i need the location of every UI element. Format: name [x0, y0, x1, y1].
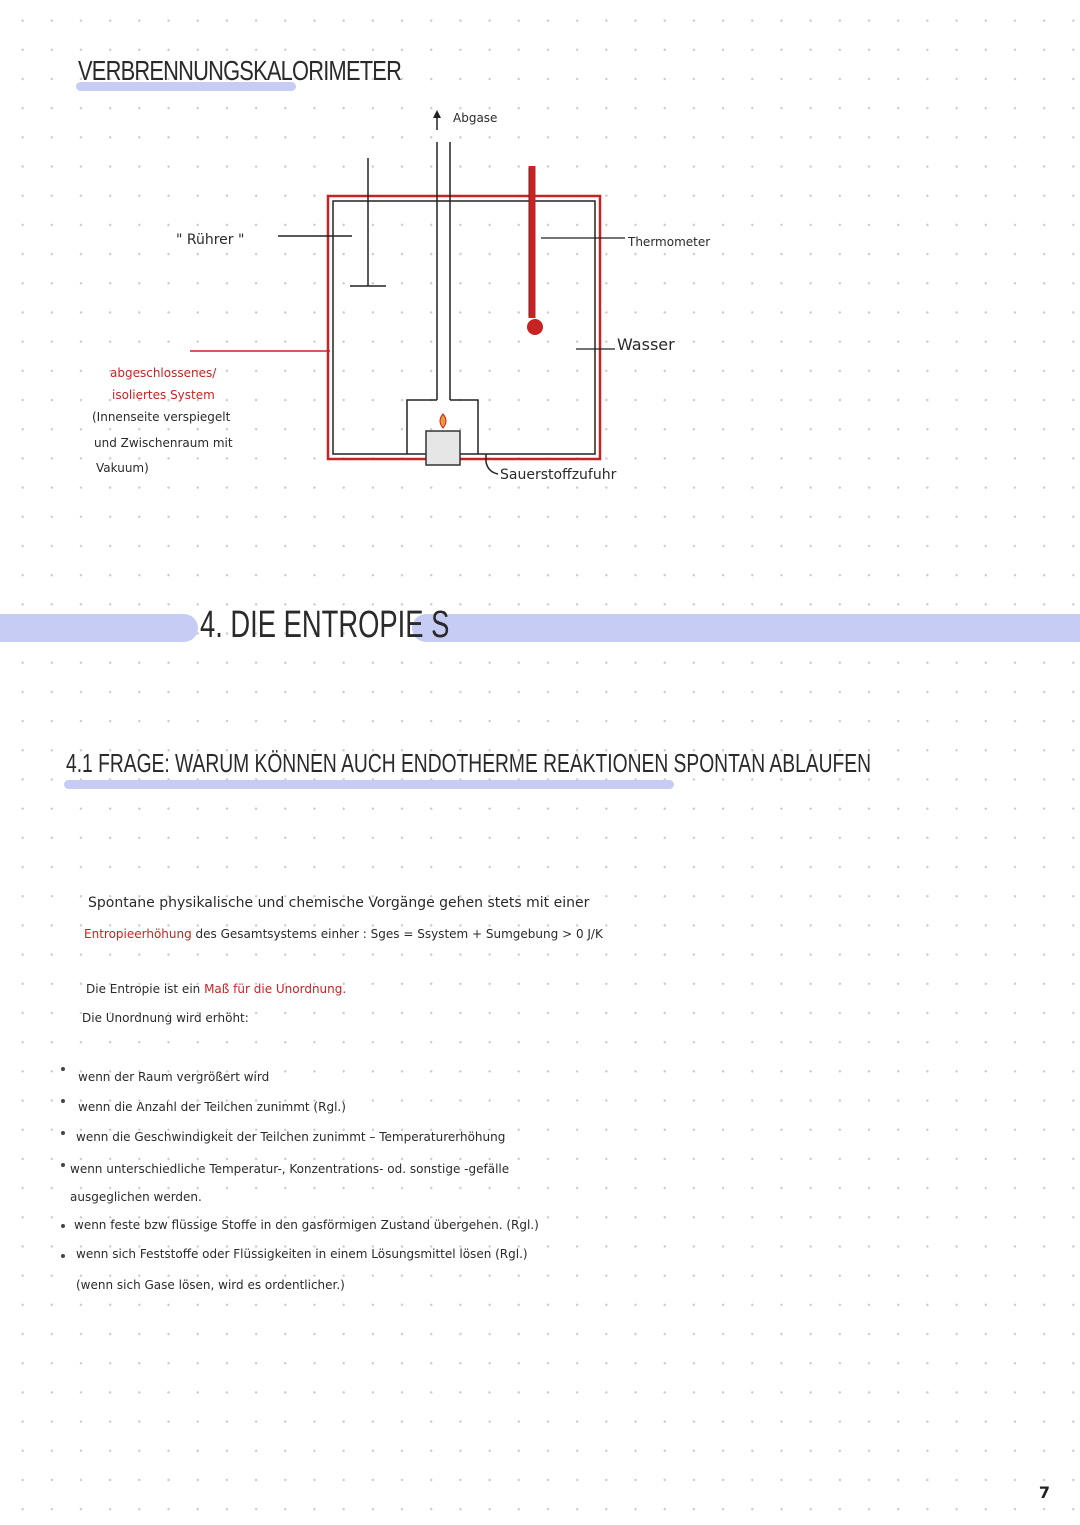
- bullet-dot: [61, 1131, 65, 1135]
- subsection-underline: [64, 780, 674, 789]
- flame-icon: [439, 413, 447, 429]
- outer-vessel: [326, 194, 602, 461]
- page-title: VERBRENNUNGSKALORIMETER: [78, 55, 402, 86]
- bullet-dot: [61, 1099, 65, 1103]
- label-system-5: Vakuum): [96, 461, 149, 475]
- label-sauerstoffzufuhr: Sauerstoffzufuhr: [500, 467, 617, 483]
- definition-highlight: Maß für die Unordnung.: [204, 982, 347, 996]
- definition-line-1: Die Entropie ist ein Maß für die Unordnu…: [86, 982, 346, 996]
- section-bar-right: [412, 614, 1080, 642]
- definition-line-2: Die Unordnung wird erhöht:: [82, 1011, 249, 1025]
- section-title: 4. DIE ENTROPIE S: [200, 604, 450, 646]
- label-system-4: und Zwischenraum mit: [94, 436, 233, 450]
- label-system-2: isoliertes System: [112, 388, 215, 402]
- bullet-dot: [61, 1254, 65, 1258]
- section-bar-left: [0, 614, 198, 642]
- page-number: 7: [1038, 1483, 1050, 1502]
- list-item-continued: ausgeglichen werden.: [70, 1190, 202, 1204]
- label-ruehrer: " Rührer ": [176, 232, 245, 248]
- label-system-1: abgeschlossenes/: [110, 366, 217, 380]
- inner-vessel: [332, 200, 596, 455]
- title-underline: [76, 82, 296, 91]
- intro-line-2: Entropieerhöhung des Gesamtsystems einhe…: [84, 927, 603, 941]
- definition-prefix: Die Entropie ist ein: [86, 982, 205, 996]
- list-item: wenn der Raum vergrößert wird: [78, 1070, 270, 1084]
- bullet-dot: [61, 1224, 65, 1228]
- subsection-title: 4.1 FRAGE: WARUM KÖNNEN AUCH ENDOTHERME …: [66, 748, 871, 778]
- entropy-increase-term: Entropieerhöhung: [84, 927, 192, 941]
- list-item: wenn unterschiedliche Temperatur-, Konze…: [70, 1162, 510, 1176]
- bullet-dot: [61, 1067, 65, 1071]
- list-item: wenn sich Feststoffe oder Flüssigkeiten …: [76, 1247, 528, 1261]
- label-system-3: (Innenseite verspiegelt: [92, 410, 231, 424]
- calorimeter-diagram: [190, 110, 625, 475]
- list-item: wenn feste bzw flüssige Stoffe in den ga…: [74, 1218, 539, 1232]
- bullet-dot: [61, 1163, 65, 1167]
- entropy-equation: des Gesamtsystems einher : Sges = Ssyste…: [191, 927, 603, 941]
- thermometer-bulb: [527, 319, 543, 335]
- label-wasser: Wasser: [617, 335, 675, 354]
- label-thermometer: Thermometer: [628, 235, 711, 249]
- sample: [425, 430, 461, 466]
- list-item: wenn die Anzahl der Teilchen zunimmt (Rg…: [78, 1100, 346, 1114]
- list-item: wenn die Geschwindigkeit der Teilchen zu…: [76, 1130, 506, 1144]
- arrow-up-icon: [433, 110, 441, 118]
- list-item-note: (wenn sich Gase lösen, wird es ordentlic…: [76, 1278, 345, 1292]
- intro-line-1: Spontane physikalische und chemische Vor…: [88, 895, 590, 911]
- label-abgase: Abgase: [453, 111, 498, 125]
